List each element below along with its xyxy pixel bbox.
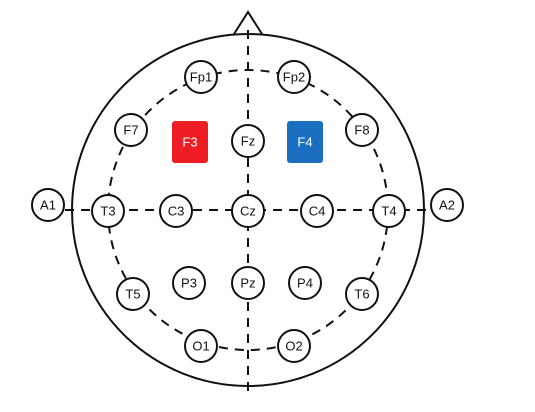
electrode-f3: F3 (172, 121, 208, 163)
electrode-cz-label: Cz (240, 204, 256, 219)
electrode-t3-label: T3 (100, 204, 115, 219)
electrode-a2-label: A2 (439, 198, 455, 213)
electrode-p3-label: P3 (181, 276, 197, 291)
electrode-f8: F8 (345, 113, 379, 147)
electrode-c3-label: C3 (168, 204, 185, 219)
electrode-fz: Fz (231, 124, 265, 158)
electrode-f3-label: F3 (182, 135, 197, 150)
electrode-p4: P4 (288, 266, 322, 300)
electrode-a1: A1 (31, 188, 65, 222)
electrode-fp2: Fp2 (277, 60, 311, 94)
electrode-a1-label: A1 (40, 198, 56, 213)
electrode-fz-label: Fz (241, 134, 255, 149)
electrode-fp1-label: Fp1 (190, 70, 212, 85)
electrode-fp2-label: Fp2 (283, 70, 305, 85)
electrode-c4: C4 (300, 194, 334, 228)
electrode-f8-label: F8 (354, 123, 369, 138)
electrode-f4-box (287, 121, 323, 163)
electrode-t6-label: T6 (354, 287, 369, 302)
electrode-f4: F4 (287, 121, 323, 163)
electrode-f7: F7 (114, 113, 148, 147)
electrode-o2: O2 (277, 329, 311, 363)
electrode-c3: C3 (159, 194, 193, 228)
electrode-p4-label: P4 (297, 276, 313, 291)
electrode-p3: P3 (172, 266, 206, 300)
electrode-c4-label: C4 (309, 204, 326, 219)
nose-marker (233, 10, 263, 35)
electrode-f3-box (172, 121, 208, 163)
electrode-o1-label: O1 (192, 339, 209, 354)
electrode-fp1: Fp1 (184, 60, 218, 94)
electrode-t6: T6 (345, 277, 379, 311)
electrode-t3: T3 (91, 194, 125, 228)
electrode-a2: A2 (430, 188, 464, 222)
electrode-f7-label: F7 (123, 123, 138, 138)
electrode-t5: T5 (116, 277, 150, 311)
electrode-pz-label: Pz (240, 276, 255, 291)
electrode-t4-label: T4 (381, 204, 396, 219)
electrode-cz: Cz (231, 194, 265, 228)
electrode-pz: Pz (231, 266, 265, 300)
electrode-o1: O1 (184, 329, 218, 363)
electrode-o2-label: O2 (285, 339, 302, 354)
electrode-t4: T4 (372, 194, 406, 228)
electrode-t5-label: T5 (125, 287, 140, 302)
electrode-f4-label: F4 (297, 135, 312, 150)
